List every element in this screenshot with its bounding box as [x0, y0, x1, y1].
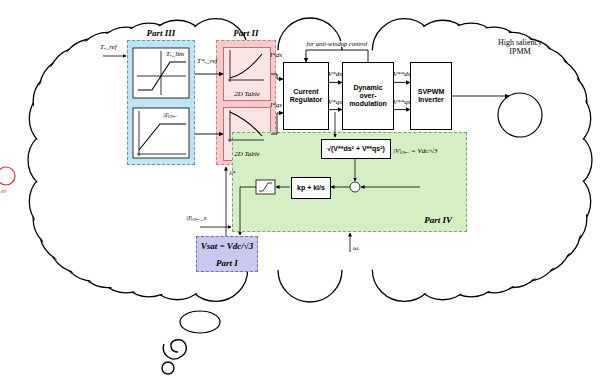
part-heading: Part II [217, 28, 275, 38]
signal-arrow [306, 50, 368, 62]
node-text: 2D Table [224, 90, 270, 98]
node-text: 2D Table [224, 150, 270, 158]
formula-box: √(V**ds² + V**qs²) [321, 139, 391, 159]
limiter-curve [259, 183, 272, 191]
signal-name: |I|ₘₐₓ_s [186, 215, 206, 222]
wires [103, 48, 420, 252]
plot-axes [137, 111, 186, 156]
error-wire [331, 187, 350, 188]
signal-arrow [329, 82, 342, 83]
signal-name: λ* [229, 170, 236, 177]
signal-arrow [329, 109, 342, 110]
signal-name: V*ds [328, 71, 342, 78]
reference-wire [361, 187, 420, 188]
motor-node: High saliency IPMM [488, 38, 552, 138]
signal-arrow [394, 109, 410, 110]
signal-arrow [271, 113, 283, 134]
feedback-wire [335, 112, 336, 137]
part-heading: Part III [128, 28, 194, 38]
signal-name: V**ds [393, 71, 411, 78]
input-wire [103, 56, 126, 57]
limiter-output [240, 187, 256, 235]
signal-name: Tₑ_ref [100, 44, 117, 51]
plot-axes [137, 51, 186, 95]
thought-bubble [162, 362, 174, 374]
thought-cloud [28, 18, 592, 302]
signal-name: |V|ₘₐₓ = Vdc/√3 [393, 148, 438, 155]
signal-name: |I|ₘₐₓ [163, 112, 177, 119]
flux-reference-wire [226, 167, 227, 236]
signal-name: I*ds [270, 52, 282, 59]
plot-frame [133, 48, 189, 98]
thought-bubble [180, 311, 220, 333]
signal-name: I*qs [270, 102, 282, 109]
thought-spiral [163, 340, 186, 359]
motor-circle [497, 92, 543, 138]
node-text: √(V**ds² + V**qs²) [325, 145, 387, 153]
signal-name: T*ₑ_ref [197, 58, 217, 65]
node-text: SVPWM Inverter [411, 88, 451, 104]
pi-controller: kp + ki/s [291, 177, 331, 199]
signal-arrow [452, 96, 509, 97]
summing-junction [350, 182, 360, 192]
callout-text: er [1, 188, 7, 195]
table-axes [228, 110, 264, 142]
signal-name: V**qs [393, 99, 411, 106]
process-box: Dynamic over-modulation [342, 62, 394, 130]
signal-arrow [195, 74, 223, 75]
node-text: Dynamic over-modulation [343, 84, 393, 108]
edge-label: for anti-windup control [306, 41, 369, 48]
table-curve [230, 54, 262, 78]
callout-circle [0, 167, 15, 185]
lookup-table: 2D Table [223, 47, 271, 101]
table-curve [230, 112, 262, 136]
part-heading: Part IV [424, 215, 452, 225]
part-band: Part III [127, 40, 195, 165]
speed-wire [350, 233, 351, 252]
signal-arrow [195, 134, 223, 135]
limiter-block [256, 180, 275, 194]
feedback-wire [355, 159, 356, 181]
motor-outline [498, 93, 542, 137]
node-text: Current Regulator [284, 88, 328, 104]
node-text: High saliency IPMM [488, 38, 552, 56]
process-box: Current Regulator [283, 62, 329, 130]
current-limit-wire [200, 227, 231, 228]
signal-name: ωᵣ [353, 245, 360, 252]
signal-arrow [394, 82, 410, 83]
controller-wire [276, 187, 290, 188]
part-band: Part IV √(V**ds² + V**qs²) kp + ki/s [232, 132, 467, 232]
node-text: kp + ki/s [295, 184, 327, 192]
signal-arrow [271, 74, 283, 79]
node-text: Vsat = Vdc/√3 [197, 241, 257, 251]
table-axes [228, 50, 264, 82]
part-heading: Part I [197, 258, 257, 268]
plot-curve [138, 62, 186, 90]
process-box: SVPWM Inverter [410, 62, 452, 130]
plot-curve [139, 124, 186, 150]
signal-name: Tₑ_lim [166, 51, 184, 58]
part-band: Vsat = Vdc/√3Part I [196, 236, 258, 272]
plot-frame [133, 108, 189, 158]
signal-name: V*qs [328, 99, 342, 106]
